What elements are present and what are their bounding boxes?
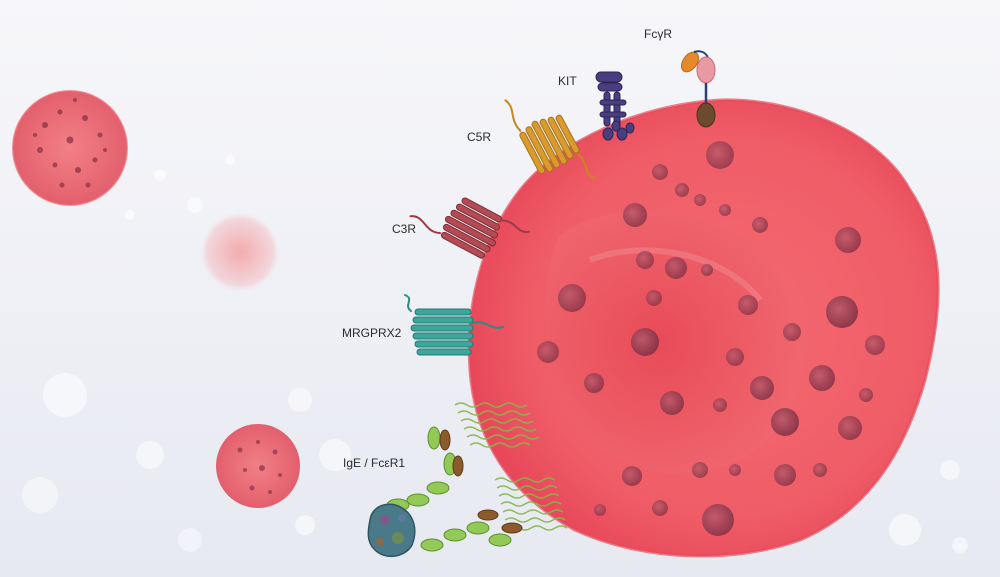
label-ige-fceri: IgE / FcεR1: [343, 456, 405, 470]
small-mast-cell-bottom: [216, 424, 300, 508]
blurred-mast-cell-center: [204, 216, 276, 288]
antigen-particle: [367, 503, 416, 557]
kit-receptor: [595, 71, 635, 141]
label-c5r: C5R: [467, 130, 491, 144]
ige-fceri-complex: [367, 402, 568, 557]
mast-cell-main: [467, 98, 940, 558]
label-c3r: C3R: [392, 222, 416, 236]
granules: [537, 141, 885, 536]
c5r-receptor: [504, 99, 596, 179]
labels: FcγR KIT C5R C3R MRGPRX2 IgE / FcεR1: [342, 27, 672, 470]
label-fcgr: FcγR: [644, 27, 672, 41]
bokeh-highlights: [22, 155, 968, 553]
c3r-receptor: [409, 197, 531, 259]
fcgr-receptor: [680, 50, 716, 128]
label-mrgprx2: MRGPRX2: [342, 326, 402, 340]
small-mast-cell-top-left: [12, 90, 128, 206]
mrgprx2-receptor: [404, 294, 504, 356]
label-kit: KIT: [558, 74, 577, 88]
